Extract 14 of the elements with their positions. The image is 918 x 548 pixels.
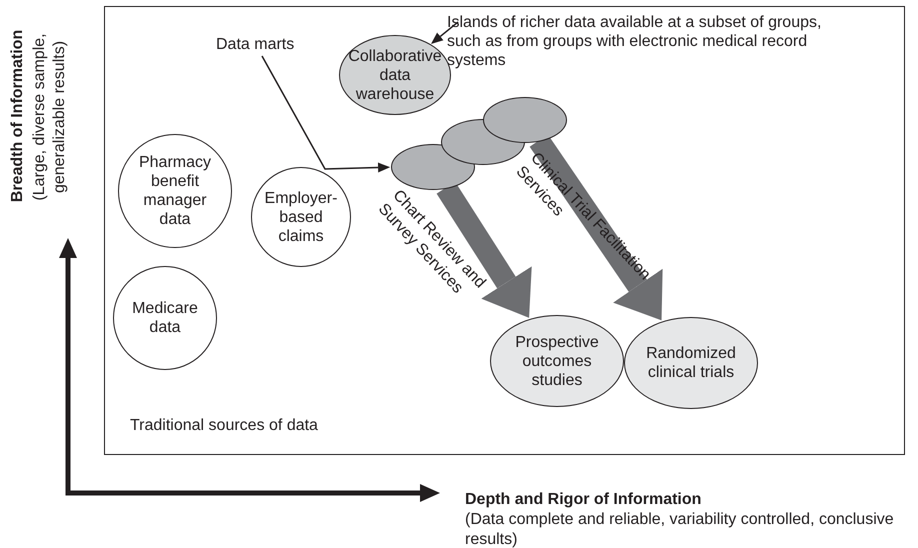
leader-line <box>430 21 459 44</box>
leader-line <box>261 56 390 172</box>
data-source-circle: Employer-based claims <box>251 167 351 267</box>
label-text: (Data complete and reliable, variability controlled, conclusive results) <box>465 510 895 548</box>
study-ellipse: Prospective outcomes studies <box>490 315 624 407</box>
label-text: (Large, diverse sample, generalizable results) <box>30 32 69 203</box>
axis-title: Breadth of Information <box>8 28 27 204</box>
label-text: Traditional sources of data <box>130 416 319 436</box>
data-source-circle: Medicare data <box>113 266 217 370</box>
axis-title: Depth and Rigor of Information <box>465 490 702 510</box>
frame-box <box>104 6 905 455</box>
callout-text: Data marts <box>216 35 316 57</box>
data-source-circle: Pharmacy benefit manager data <box>118 134 232 248</box>
study-ellipse: Randomized clinical trials <box>624 317 758 409</box>
